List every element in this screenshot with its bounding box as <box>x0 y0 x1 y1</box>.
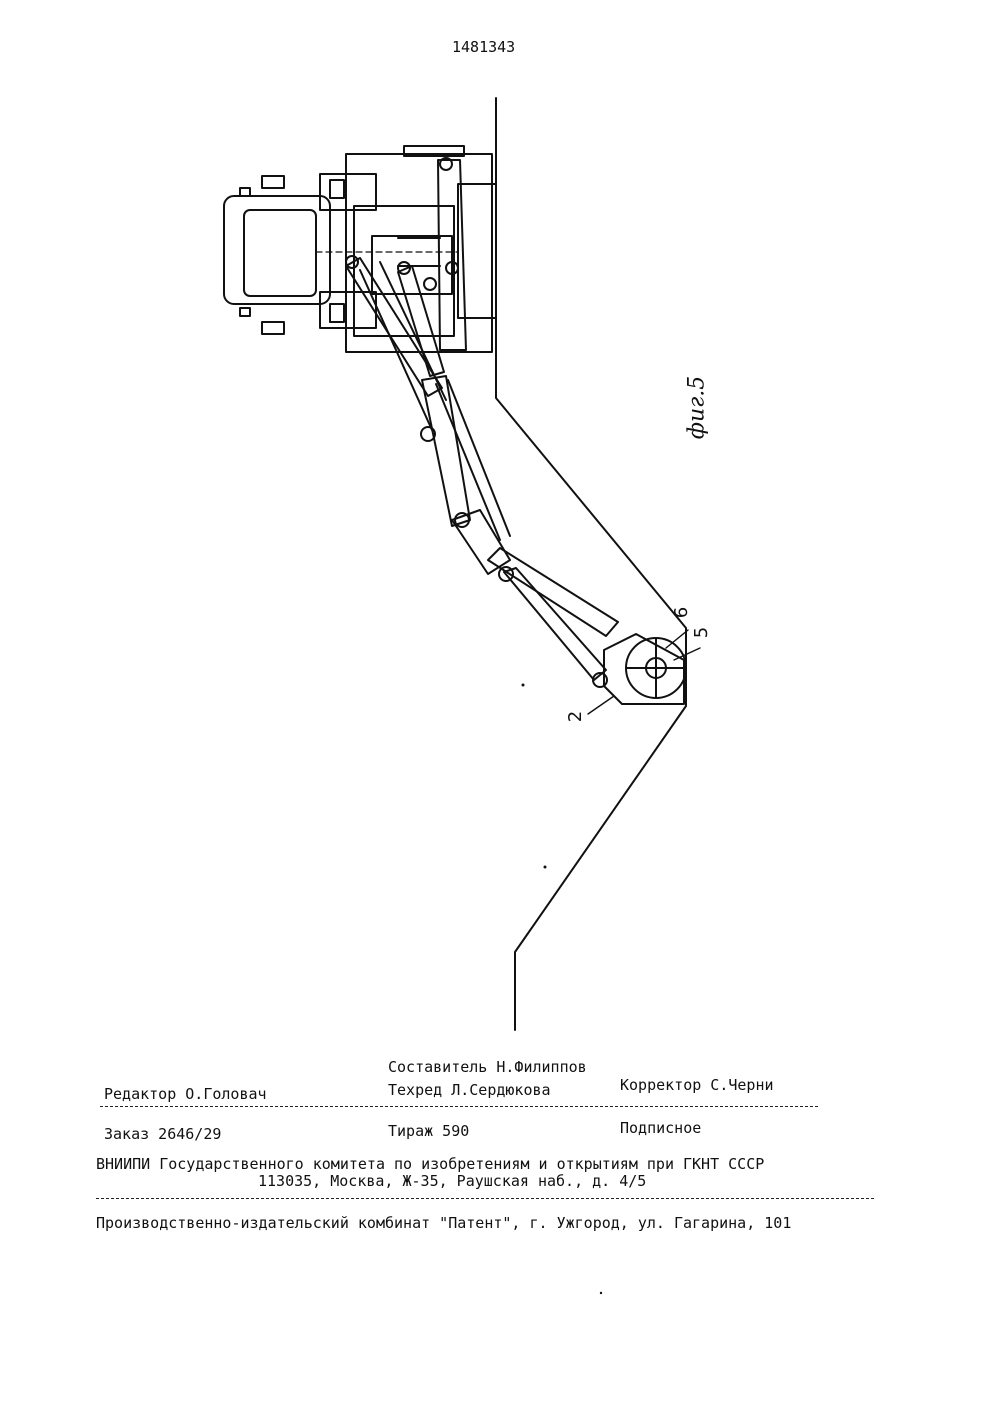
patent-number: 1481343 <box>452 38 516 56</box>
compiler: Составитель Н.Филиппов <box>388 1058 587 1076</box>
leader-5 <box>673 647 701 661</box>
ref-label-2: 2 <box>565 710 587 723</box>
leader-2 <box>587 695 615 715</box>
techred: Техред Л.Сердюкова <box>388 1081 551 1099</box>
figure-label: фиг.5 <box>684 375 710 440</box>
cutting-drum <box>603 633 687 705</box>
editor: Редактор О.Головач <box>104 1085 267 1103</box>
mount-plate <box>345 157 467 351</box>
divider-line <box>96 1198 874 1199</box>
ref-label-5: 5 <box>691 626 713 639</box>
corrector: Корректор С.Черни <box>620 1076 774 1094</box>
circulation: Тираж 590 <box>388 1122 470 1140</box>
order-number: Заказ 2646/29 <box>104 1125 222 1143</box>
leader-6 <box>665 629 689 649</box>
publisher-address: 113035, Москва, Ж-35, Раушская наб., д. … <box>258 1172 647 1190</box>
tractor-cab <box>223 173 459 335</box>
boom-arm <box>345 257 619 688</box>
subscription: Подписное <box>620 1119 702 1137</box>
printer-line: Производственно-издательский комбинат "П… <box>96 1214 792 1232</box>
publisher-line: ВНИИПИ Государственного комитета по изоб… <box>96 1155 765 1173</box>
ref-label-6: 6 <box>671 606 693 619</box>
machine-body <box>345 145 497 353</box>
divider-line <box>100 1106 818 1107</box>
